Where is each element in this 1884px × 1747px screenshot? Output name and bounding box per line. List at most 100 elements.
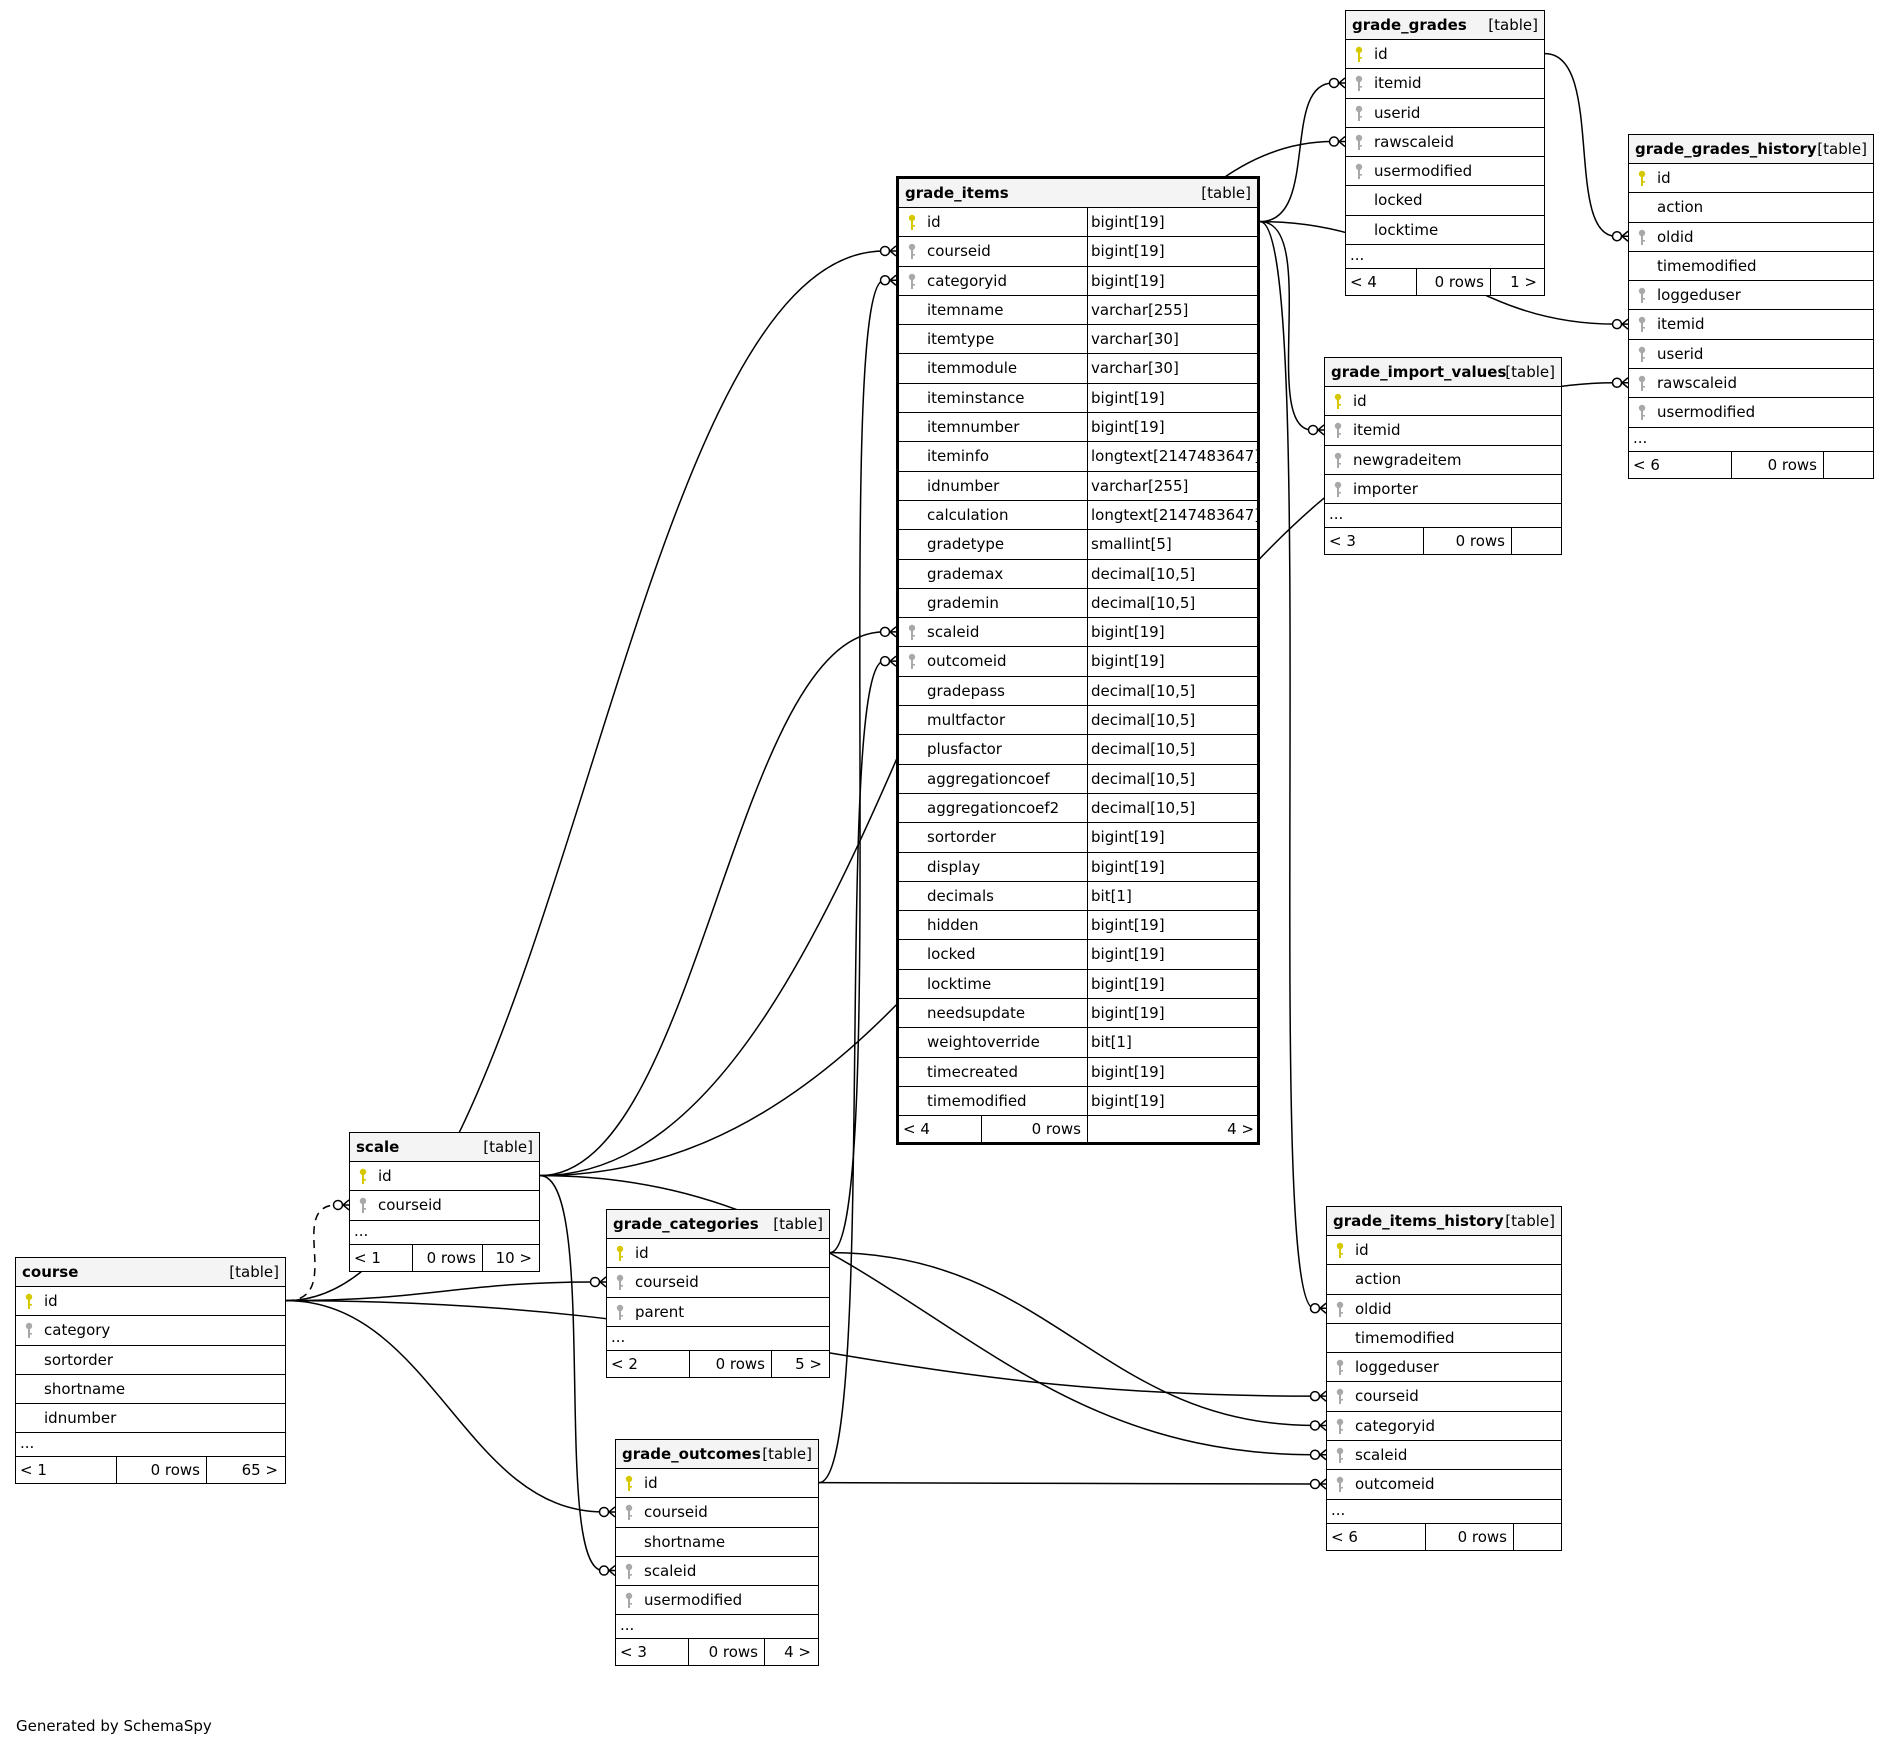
column-row[interactable]: category <box>16 1316 285 1346</box>
column-row[interactable]: courseid <box>1327 1382 1561 1412</box>
parents-count[interactable]: < 1 <box>354 1248 381 1267</box>
children-count[interactable]: 4 > <box>1227 1120 1254 1139</box>
column-row[interactable]: categoryid <box>1327 1412 1561 1442</box>
column-row[interactable]: scaleid <box>616 1557 818 1587</box>
column-row[interactable]: itemid <box>1629 310 1873 340</box>
table-header[interactable]: grade_categories [table] <box>607 1210 829 1239</box>
parents-count[interactable]: < 6 <box>1331 1527 1358 1546</box>
column-row[interactable]: courseid <box>607 1268 829 1298</box>
table-grade-grades[interactable]: grade_grades [table] id itemid userid ra… <box>1345 10 1545 297</box>
children-count[interactable]: 10 > <box>495 1248 532 1267</box>
column-row[interactable]: id <box>16 1287 285 1317</box>
column-row[interactable]: rawscaleid <box>1346 128 1544 158</box>
column-row[interactable]: usermodified <box>616 1586 818 1616</box>
column-row[interactable]: usermodified <box>1346 157 1544 187</box>
table-header[interactable]: grade_items_history [table] <box>1327 1207 1561 1236</box>
table-grade-import-values[interactable]: grade_import_values [table] id itemid ne… <box>1324 357 1562 556</box>
column-row[interactable]: importer <box>1325 475 1561 505</box>
column-row[interactable]: oldid <box>1327 1295 1561 1324</box>
column-row[interactable]: id <box>1327 1236 1561 1266</box>
column-row[interactable]: id <box>1346 40 1544 70</box>
parents-count[interactable]: < 4 <box>903 1120 930 1139</box>
column-row[interactable]: sortorder <box>16 1346 285 1375</box>
table-header[interactable]: grade_items [table] <box>899 179 1257 208</box>
column-row[interactable]: courseid <box>616 1498 818 1528</box>
column-row[interactable]: newgradeitem <box>1325 446 1561 475</box>
parents-count[interactable]: < 1 <box>20 1461 47 1480</box>
children-count[interactable]: 1 > <box>1510 273 1537 292</box>
table-header[interactable]: scale [table] <box>350 1133 539 1162</box>
column-row[interactable]: timemodified <box>1629 252 1873 282</box>
parents-count[interactable]: < 2 <box>611 1354 638 1373</box>
table-scale[interactable]: scale [table] id courseid... < 1 0 rows … <box>349 1132 540 1272</box>
children-count[interactable]: 65 > <box>241 1461 278 1480</box>
column-row[interactable]: locked <box>1346 186 1544 216</box>
column-row[interactable]: id <box>616 1469 818 1499</box>
column-row[interactable]: userid <box>1346 99 1544 128</box>
column-row[interactable]: id <box>607 1239 829 1269</box>
column-row[interactable]: id <box>1629 164 1873 194</box>
column-row[interactable]: oldid <box>1629 223 1873 252</box>
column-row[interactable]: usermodified <box>1629 398 1873 428</box>
column-row[interactable]: idnumber <box>16 1404 285 1434</box>
column-row[interactable]: itemid <box>1325 416 1561 446</box>
parents-count[interactable]: < 3 <box>1329 532 1356 551</box>
column-row[interactable]: locktime <box>1346 216 1544 246</box>
column-row[interactable]: id <box>350 1162 539 1192</box>
column-row[interactable]: timemodified <box>1327 1324 1561 1354</box>
column-row[interactable]: action <box>1327 1265 1561 1295</box>
column-row[interactable]: shortname <box>616 1528 818 1557</box>
table-header[interactable]: grade_grades [table] <box>1346 11 1544 40</box>
column-row[interactable]: loggeduser <box>1327 1353 1561 1383</box>
parents-count[interactable]: < 3 <box>620 1643 647 1662</box>
table-header[interactable]: grade_import_values [table] <box>1325 358 1561 387</box>
column-row[interactable]: userid <box>1629 340 1873 370</box>
column-row[interactable]: loggeduser <box>1629 281 1873 311</box>
column-row[interactable]: rawscaleid <box>1629 369 1873 399</box>
column-row[interactable]: action <box>1629 193 1873 223</box>
table-header[interactable]: course [table] <box>16 1258 285 1287</box>
column-row[interactable]: scaleid <box>1327 1441 1561 1471</box>
column-row[interactable]: shortname <box>16 1375 285 1405</box>
column-row[interactable]: parent <box>607 1298 829 1327</box>
column-row[interactable]: courseid <box>350 1191 539 1221</box>
parents-count[interactable]: < 6 <box>1633 455 1660 474</box>
children-count[interactable]: 4 > <box>784 1643 811 1662</box>
table-header[interactable]: grade_outcomes [table] <box>616 1440 818 1469</box>
parents-count[interactable]: < 4 <box>1350 273 1377 292</box>
table-grade-categories[interactable]: grade_categories [table] id courseid par… <box>606 1209 830 1378</box>
children-count[interactable]: 5 > <box>795 1354 822 1373</box>
